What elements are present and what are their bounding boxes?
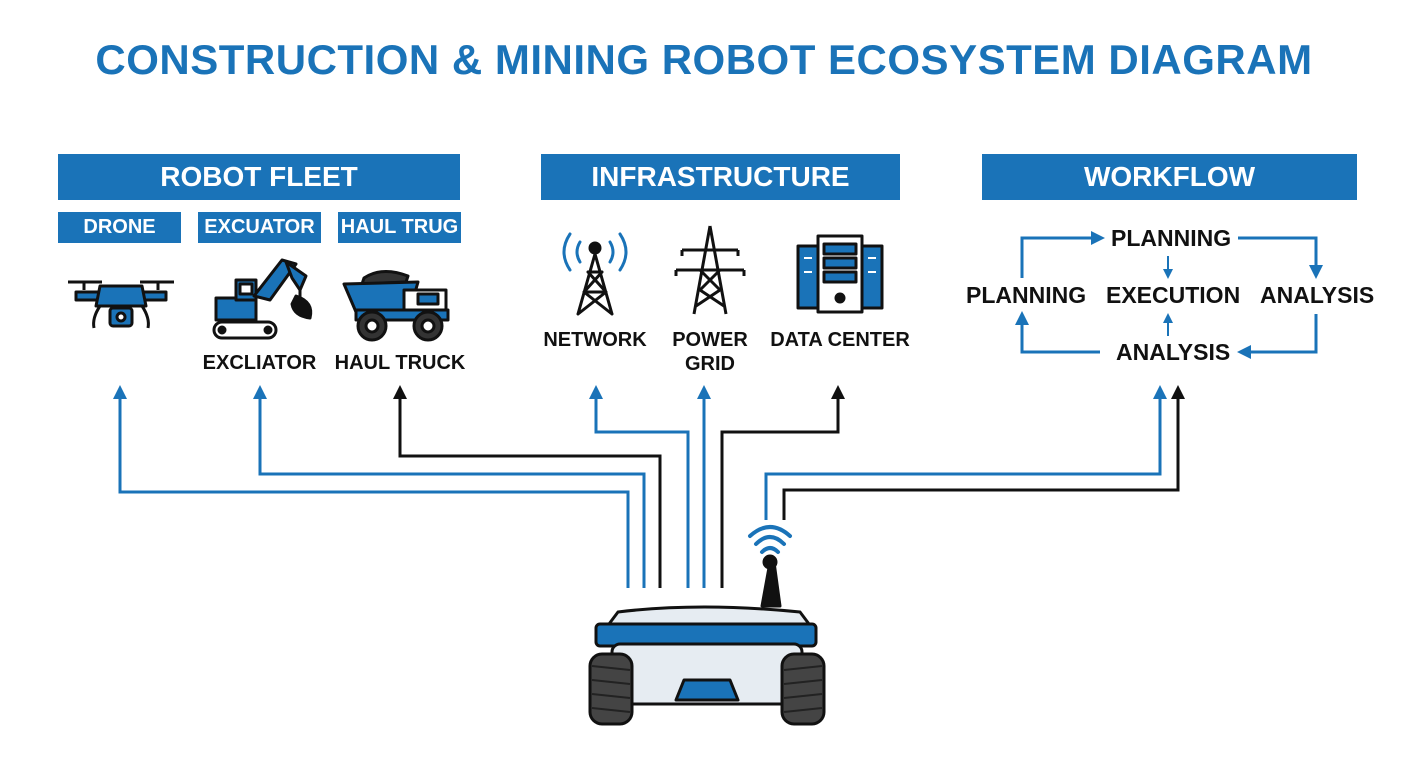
workflow-node-right: ANALYSIS <box>1260 282 1375 308</box>
data-center-icon <box>796 234 884 314</box>
drone-icon <box>68 280 174 329</box>
tab-haul-truck: HAUL TRUG <box>338 212 461 243</box>
connector-network <box>589 385 690 588</box>
power-pylon-icon <box>674 225 746 315</box>
connector-drone <box>113 385 630 588</box>
haul-truck-label: HAUL TRUCK <box>334 352 466 374</box>
central-robot-icon <box>588 554 826 726</box>
wifi-signal-icon <box>748 525 792 554</box>
infrastructure-header: INFRASTRUCTURE <box>541 154 900 200</box>
connector-workflow-black <box>782 385 1185 520</box>
workflow-arrow-bottom-left <box>1015 311 1100 354</box>
workflow-arrow-left-top <box>1020 231 1105 278</box>
power-grid-label: POWER GRID <box>672 329 748 375</box>
connector-workflow-blue <box>764 385 1167 520</box>
connector-excavator <box>253 385 646 588</box>
robot-fleet-header: ROBOT FLEET <box>58 154 460 200</box>
workflow-node-center: EXECUTION <box>1106 282 1241 308</box>
connector-haul-truck <box>393 385 662 588</box>
network-label: NETWORK <box>543 329 647 351</box>
connector-data-center <box>720 385 845 588</box>
workflow-arrow-right-bottom <box>1237 314 1318 359</box>
excavator-icon <box>212 258 313 340</box>
diagram-title: CONSTRUCTION & MINING ROBOT ECOSYSTEM DI… <box>95 36 1313 83</box>
workflow-node-bottom: ANALYSIS <box>1116 339 1231 365</box>
tab-excavator: EXCUATOR <box>198 212 321 243</box>
network-tower-icon <box>562 232 628 316</box>
haul-truck-icon <box>342 270 450 342</box>
tab-drone: DRONE <box>58 212 181 243</box>
workflow-node-left: PLANNING <box>966 282 1087 308</box>
excavator-label: EXCLIATOR <box>202 352 317 374</box>
workflow-arrow-top-right <box>1238 236 1323 279</box>
data-center-label: DATA CENTER <box>770 329 910 351</box>
workflow-header: WORKFLOW <box>982 154 1357 200</box>
workflow-node-top: PLANNING <box>1111 225 1232 251</box>
